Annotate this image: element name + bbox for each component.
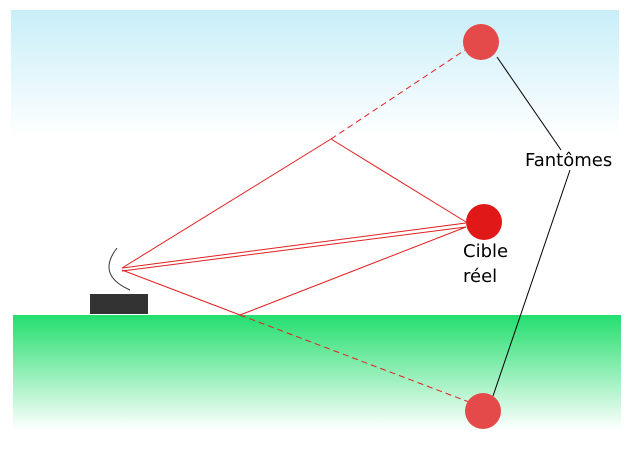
real-target-label-line2: réel	[463, 266, 497, 287]
direct-ray-top	[121, 222, 467, 269]
ray-to-ground-reflection	[121, 269, 241, 316]
ground-reflection-to-target	[239, 226, 467, 316]
radar-antenna-dish	[108, 247, 131, 291]
upper-reflecting-layer	[11, 10, 619, 138]
ghost-projection-bottom	[239, 314, 470, 403]
ghosts-label: Fantômes	[525, 150, 612, 171]
radar-device	[90, 294, 148, 314]
ghost-target-top	[463, 24, 499, 60]
ground-surface	[13, 315, 621, 430]
connector-line-top-ghost	[496, 56, 562, 151]
ray-paths	[121, 49, 470, 403]
ghost-target-bottom	[465, 393, 501, 429]
connector-line-bottom-ghost	[492, 169, 571, 397]
ghost-projection-top	[330, 49, 466, 140]
upper-reflection-to-target	[330, 138, 467, 223]
real-target-label-line1: Cible	[463, 241, 508, 262]
direct-ray-bottom	[121, 226, 467, 272]
ray-to-upper-reflection	[121, 138, 332, 269]
real-target	[466, 204, 502, 240]
